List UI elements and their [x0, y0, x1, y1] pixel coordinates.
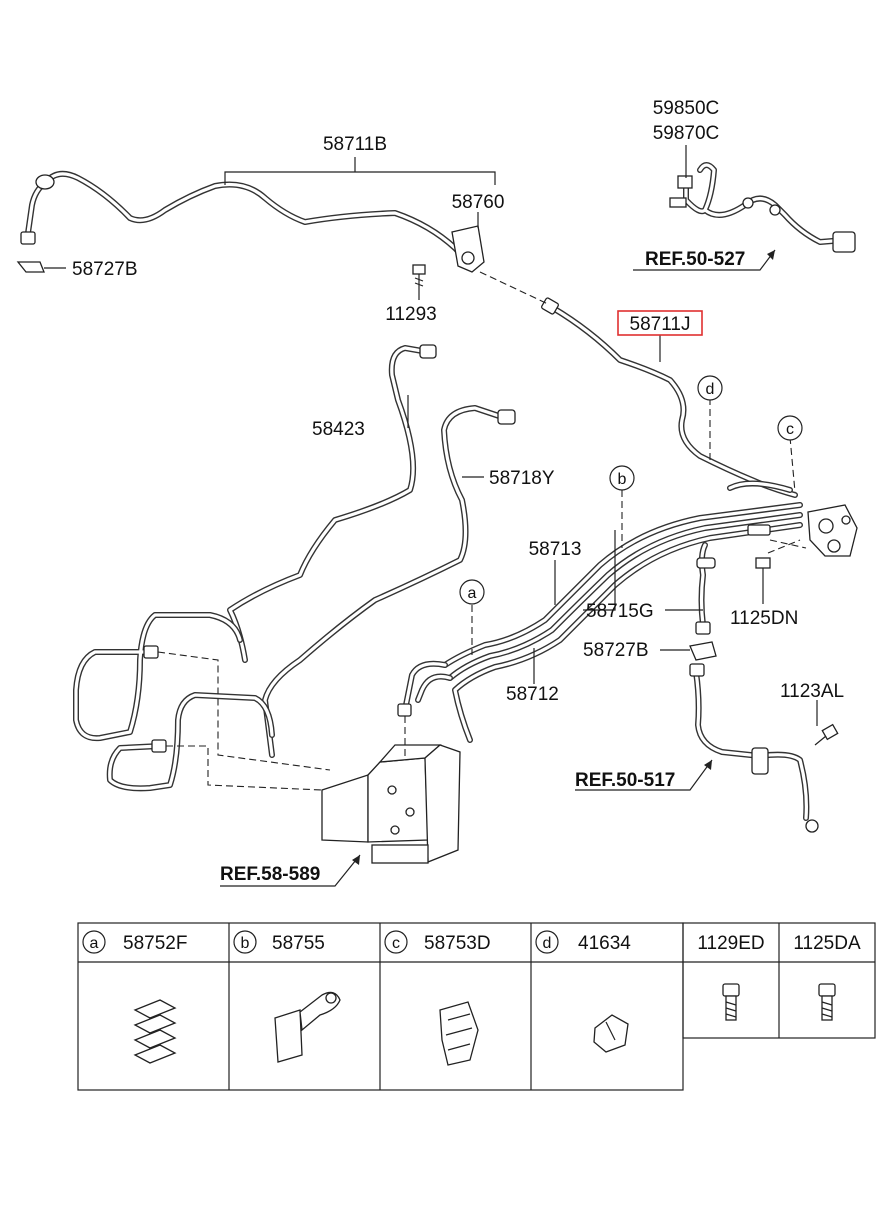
label-58718y: 58718Y [489, 468, 555, 489]
bracket-58760[interactable] [451, 225, 485, 273]
label-58727b-mid: 58727B [583, 640, 649, 661]
label-58423: 58423 [312, 419, 365, 440]
svg-text:58753D: 58753D [424, 933, 491, 954]
label-58727b-top: 58727B [72, 259, 138, 280]
bolt-1125da-image [818, 983, 836, 1021]
ref-arrows [220, 249, 776, 887]
clip-58755-image [274, 991, 341, 1063]
abs-hydraulic-unit[interactable] [321, 744, 461, 864]
callout-b: b [609, 465, 635, 491]
highlight-box-58711j [617, 310, 703, 336]
callout-d: d [697, 375, 723, 401]
bolt-1125dn[interactable] [755, 557, 771, 590]
brake-line-58423[interactable] [227, 344, 437, 663]
dashed-leaders [157, 271, 807, 791]
svg-text:a: a [90, 935, 99, 952]
hose-58715g[interactable] [695, 542, 716, 635]
clip-58753d-image [439, 1001, 479, 1066]
label-58712: 58712 [506, 684, 559, 705]
sensor-cable-59850c[interactable] [669, 162, 856, 253]
table-bolt-1125da: 1125DA [793, 933, 861, 954]
label-1123al: 1123AL [780, 681, 844, 702]
callout-c: c [777, 415, 803, 441]
brake-line-left-loops[interactable] [73, 612, 275, 792]
ref-58-589[interactable]: REF.58-589 [220, 864, 320, 885]
table-cell-a: a 58752F [82, 930, 187, 954]
table-cell-b: b 58755 [233, 930, 325, 954]
label-59850c: 59850C [653, 98, 720, 119]
label-58760: 58760 [452, 192, 505, 213]
label-58711b: 58711B [323, 134, 387, 155]
table-cell-c: c 58753D [384, 930, 491, 954]
clip-41634-image [593, 1014, 629, 1053]
svg-text:c: c [392, 935, 400, 952]
clip-58752f-image [133, 999, 177, 1064]
valve-block[interactable] [747, 504, 858, 557]
svg-text:58752F: 58752F [123, 933, 187, 954]
label-59870c: 59870C [653, 123, 720, 144]
label-58715g: 58715G [586, 601, 654, 622]
table-cell-d: d 41634 [535, 930, 631, 954]
svg-text:a: a [468, 585, 477, 602]
svg-text:d: d [706, 381, 715, 398]
bolt-1123al[interactable] [814, 723, 839, 746]
brake-line-58711b[interactable] [20, 170, 471, 265]
hose-lower-right[interactable] [689, 663, 819, 833]
clip-58727b-top[interactable] [16, 261, 45, 273]
brake-line-bundle-58713[interactable] [397, 480, 803, 743]
ref-50-527[interactable]: REF.50-527 [645, 249, 745, 270]
svg-text:41634: 41634 [578, 933, 631, 954]
svg-text:c: c [786, 421, 794, 438]
bolt-1129ed-image [722, 983, 740, 1021]
parts-table [77, 922, 876, 1091]
callout-a: a [459, 579, 485, 605]
svg-text:d: d [543, 935, 552, 952]
brake-line-58711j[interactable] [541, 297, 798, 498]
clip-58727b-mid[interactable] [689, 641, 717, 661]
svg-text:b: b [618, 471, 627, 488]
leader-lines [44, 145, 818, 726]
label-58713: 58713 [529, 539, 582, 560]
svg-text:b: b [241, 935, 250, 952]
brake-line-58718y[interactable] [262, 405, 516, 758]
svg-text:58755: 58755 [272, 933, 325, 954]
label-58711j: 58711J [630, 314, 691, 335]
label-11293: 11293 [385, 304, 436, 325]
ref-50-517[interactable]: REF.50-517 [575, 770, 675, 791]
label-1125dn: 1125DN [730, 608, 798, 629]
bolt-11293[interactable] [412, 264, 426, 290]
table-bolt-1129ed: 1129ED [697, 933, 764, 954]
